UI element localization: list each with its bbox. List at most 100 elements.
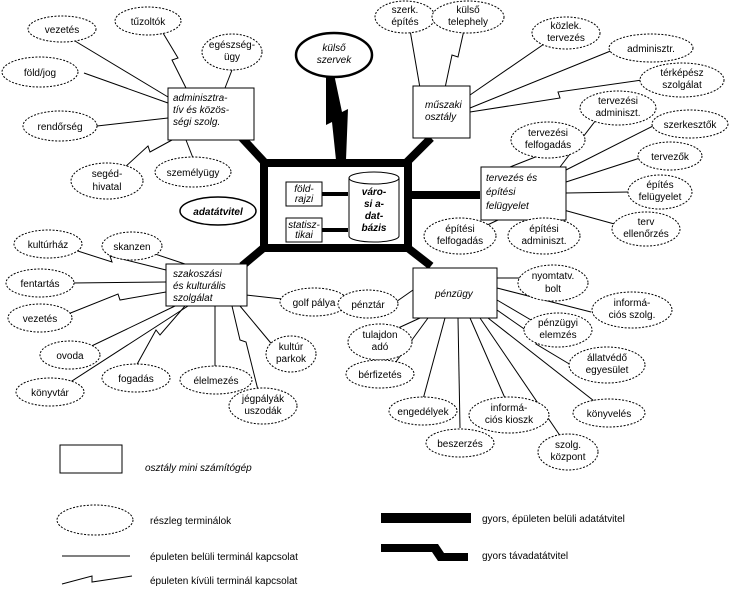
svg-text:ciós kioszk: ciós kioszk — [485, 415, 534, 426]
external-bodies: külső szervek — [294, 31, 374, 79]
svg-text:adminiszt.: adminiszt. — [521, 236, 566, 247]
svg-text:közlek.: közlek. — [550, 21, 581, 32]
dept-technical: műszaki osztály — [412, 85, 471, 139]
svg-text:tervezés: tervezés — [547, 33, 585, 44]
svg-text:engedélyek: engedélyek — [397, 407, 449, 418]
svg-text:gyors, épületen belüli adatátv: gyors, épületen belüli adatátvitel — [482, 514, 625, 525]
svg-text:kultúrház: kultúrház — [28, 240, 69, 251]
terminal-szemelyugy: személyügy — [154, 156, 232, 188]
svg-text:bolt: bolt — [545, 284, 561, 295]
svg-text:uszodák: uszodák — [244, 406, 282, 417]
legend-external-connection: épuleten kívüli terminál kapcsolat — [61, 575, 298, 587]
svg-text:műszaki: műszaki — [425, 100, 462, 111]
legend-internal-connection: épuleten belüli terminál kapcsolat — [62, 552, 298, 563]
svg-text:föld-: föld- — [294, 184, 314, 195]
svg-text:szerk.: szerk. — [392, 5, 419, 16]
svg-text:könyvtár: könyvtár — [31, 388, 69, 399]
terminal-kultur-parkok: kultúr parkok — [265, 335, 317, 373]
terminal-terv-ellenorzes: terv ellenőrzés — [611, 211, 681, 247]
terminal-penzugyi-elemzes: pénzügyi elemzés — [523, 312, 593, 348]
svg-text:hivatal: hivatal — [93, 182, 122, 193]
dept-admin: adminisztra- tív és közös- ségi szolg. — [167, 87, 255, 141]
terminal-skanzen: skanzen — [101, 231, 163, 261]
svg-text:szolgálat: szolgálat — [662, 80, 702, 91]
svg-text:pénzügyi: pénzügyi — [538, 318, 578, 329]
svg-text:osztály mini számítógép: osztály mini számítógép — [145, 463, 252, 474]
svg-text:tulajdon: tulajdon — [362, 330, 397, 341]
svg-text:statisz-: statisz- — [288, 220, 320, 231]
svg-text:felügyelet: felügyelet — [639, 192, 682, 203]
legend-fast-internal: gyors, épületen belüli adatátvitel — [381, 513, 625, 525]
dept-planning: tervezés és építési felügyelet — [480, 166, 567, 221]
terminal-allatvedo: állatvédő egyesület — [568, 346, 646, 384]
svg-text:tikai: tikai — [295, 230, 314, 241]
svg-text:építési: építési — [445, 224, 474, 235]
svg-text:rendőrség: rendőrség — [37, 122, 82, 133]
terminal-beszerzes: beszerzés — [425, 428, 495, 458]
svg-text:szerkesztők: szerkesztők — [664, 120, 718, 131]
svg-text:építés: építés — [391, 17, 418, 28]
svg-text:építési: építési — [486, 187, 516, 198]
terminal-vezetes-top: vezetés — [27, 15, 97, 43]
terminal-vezetes-cult: vezetés — [7, 303, 73, 333]
svg-text:egyesület: egyesület — [586, 365, 629, 376]
svg-text:bázis: bázis — [361, 223, 386, 234]
terminal-szerkesztok: szerkesztők — [651, 109, 729, 139]
terminal-rendorseg: rendőrség — [22, 110, 98, 142]
terminal-tervezesi-adminiszt: tervezési adminiszt. — [579, 90, 657, 126]
svg-text:részleg terminálok: részleg terminálok — [150, 516, 232, 527]
svg-text:könyvelés: könyvelés — [587, 409, 631, 420]
svg-text:központ: központ — [550, 452, 585, 463]
svg-text:felfogadás: felfogadás — [437, 236, 483, 247]
terminal-penztar: pénztár — [337, 289, 399, 319]
svg-text:felügyelet: felügyelet — [486, 201, 530, 212]
svg-text:informá-: informá- — [491, 403, 528, 414]
dept-culture: szakoszási és kulturális szolgálat — [165, 263, 248, 307]
legend: osztály mini számítógép részleg terminál… — [56, 444, 625, 587]
svg-text:ovoda: ovoda — [56, 351, 84, 362]
svg-text:tervezők: tervezők — [651, 152, 690, 163]
terminal-elelmezes: élelmezés — [179, 365, 253, 395]
svg-text:si a-: si a- — [364, 199, 385, 210]
svg-text:építés: építés — [646, 180, 673, 191]
terminal-tuzoltok: tűzoltók — [114, 6, 182, 36]
svg-text:építési: építési — [529, 224, 558, 235]
svg-text:külső: külső — [456, 5, 480, 16]
svg-text:tervezési: tervezési — [598, 96, 638, 107]
svg-text:adminiszt.: adminiszt. — [595, 108, 640, 119]
svg-text:tív és közös-: tív és közös- — [173, 105, 230, 116]
svg-text:ségi szolg.: ségi szolg. — [173, 117, 220, 128]
terminal-kulso-telephely: külső telephely — [431, 0, 505, 34]
svg-text:föld/jog: föld/jog — [24, 68, 56, 79]
svg-text:fentartás: fentartás — [21, 279, 60, 290]
svg-text:épuleten belüli terminál kapcs: épuleten belüli terminál kapcsolat — [150, 552, 298, 563]
terminal-tervezok: tervezők — [637, 141, 703, 171]
terminal-epitesi-felfogadas: építési felfogadás — [423, 217, 497, 255]
legend-terminals: részleg terminálok — [56, 504, 232, 536]
terminal-szerk-epites: szerk. építés — [374, 0, 436, 34]
svg-text:egészség-: egészség- — [209, 40, 255, 51]
svg-text:pénzügy: pénzügy — [434, 289, 474, 300]
terminal-segedhivatal: segéd- hivatal — [70, 162, 144, 200]
svg-text:adatátvitel: adatátvitel — [193, 207, 243, 218]
svg-text:skanzen: skanzen — [113, 242, 150, 253]
svg-text:gyors távadatátvitel: gyors távadatátvitel — [482, 551, 568, 562]
svg-text:golf pálya: golf pálya — [293, 298, 336, 309]
svg-text:kultúr: kultúr — [279, 342, 304, 353]
svg-text:terv: terv — [638, 217, 655, 228]
svg-text:vezetés: vezetés — [45, 25, 79, 36]
svg-text:személyügy: személyügy — [167, 168, 220, 179]
terminal-kozlek-tervezes: közlek. tervezés — [531, 16, 601, 50]
terminal-informacios-szolg: informá- ciós szolg. — [591, 291, 673, 329]
svg-text:tervezés és: tervezés és — [486, 173, 537, 184]
svg-text:ciós szolg.: ciós szolg. — [609, 310, 656, 321]
terminal-egeszsegugy: egészség- ügy — [201, 33, 263, 71]
terminal-fogadas: fogadás — [101, 363, 171, 393]
svg-text:térképész: térképész — [660, 68, 703, 79]
svg-text:vezetés: vezetés — [23, 314, 57, 325]
svg-text:tűzoltók: tűzoltók — [131, 17, 166, 28]
svg-text:adminisztra-: adminisztra- — [173, 93, 228, 104]
terminal-epitesi-adminiszt: építési adminiszt. — [507, 217, 581, 255]
svg-text:váro-: váro- — [362, 187, 387, 198]
svg-text:ellenőrzés: ellenőrzés — [623, 229, 669, 240]
